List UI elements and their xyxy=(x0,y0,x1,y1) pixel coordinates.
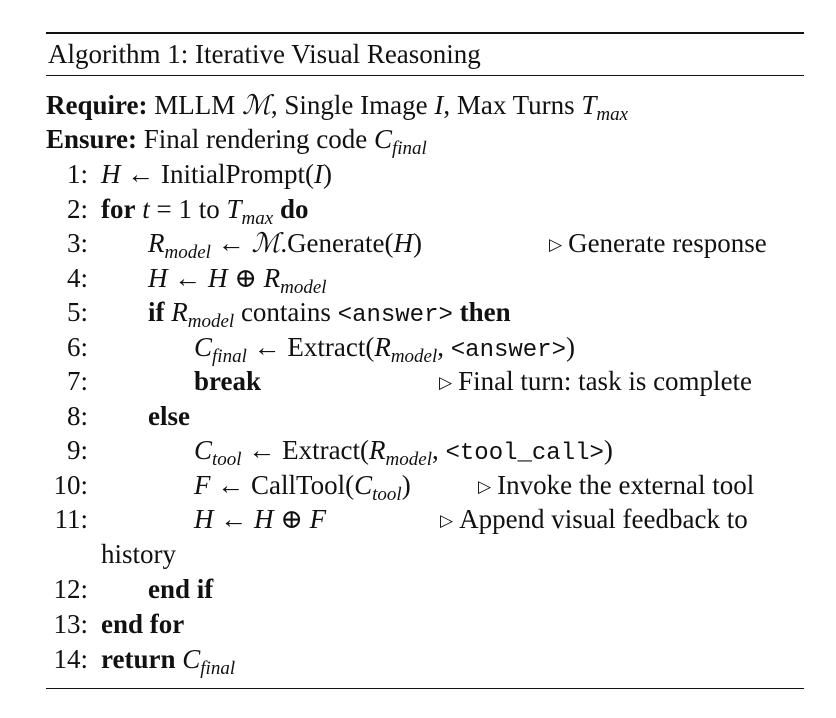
algorithm-title-line: Algorithm 1: Iterative Visual Reasoning xyxy=(0,37,836,71)
algorithm-title: Algorithm 1: Iterative Visual Reasoning xyxy=(48,39,481,69)
final-subscript: final xyxy=(391,138,427,159)
line-number: 4: xyxy=(66,263,88,293)
require-text-mllm: MLLM xyxy=(154,90,242,120)
line-code: if Rmodel contains <answer> then xyxy=(148,297,511,332)
max-subscript: max xyxy=(596,104,629,125)
line-3: 3: Rmodel ← ℳ.Generate(H) ▷Generate resp… xyxy=(0,226,836,263)
ensure-label: Ensure: xyxy=(46,124,138,154)
line-code: else xyxy=(148,401,190,431)
comment: ▷Invoke the external tool xyxy=(478,470,755,500)
line-6: 6: Cfinal ← Extract(Rmodel, <answer>) xyxy=(0,330,836,366)
line-11-wrap: history xyxy=(0,537,836,571)
line-code: Rmodel ← ℳ.Generate(H) xyxy=(148,228,422,263)
line-number: 1: xyxy=(66,159,88,189)
image-symbol: I xyxy=(434,90,444,120)
require-line: Require: MLLM ℳ, Single Image I, Max Tur… xyxy=(0,88,836,125)
line-5: 5: if Rmodel contains <answer> then xyxy=(0,295,836,331)
line-code: F ← CallTool(Ctool) xyxy=(194,470,411,505)
require-label: Require: xyxy=(46,90,148,120)
line-code: Cfinal ← Extract(Rmodel, <answer>) xyxy=(194,332,575,367)
line-number: 14: xyxy=(53,644,88,674)
line-number: 9: xyxy=(66,435,88,465)
line-number: 13: xyxy=(53,609,88,639)
line-13: 13: end for xyxy=(0,607,836,641)
line-code: end for xyxy=(101,609,185,639)
line-4: 4: H ← H ⊕ Rmodel xyxy=(0,261,836,298)
line-code: H ← H ⊕ F xyxy=(194,504,327,534)
line-number: 7: xyxy=(66,366,88,396)
line-12: 12: end if xyxy=(0,572,836,606)
comment: ▷Generate response xyxy=(549,228,767,258)
line-code: break xyxy=(194,366,262,396)
line-number: 8: xyxy=(66,401,88,431)
t-symbol: T xyxy=(581,90,597,120)
top-rule xyxy=(46,32,804,34)
line-code: H ← H ⊕ Rmodel xyxy=(148,263,327,298)
line-number: 11: xyxy=(54,504,89,534)
comment: ▷Append visual feedback to xyxy=(440,504,748,534)
require-text-turns: , Max Turns xyxy=(443,90,582,120)
line-2: 2: for t = 1 to Tmax do xyxy=(0,192,836,229)
ensure-text: Final rendering code xyxy=(143,124,374,154)
line-number: 6: xyxy=(66,332,88,362)
comment-continuation: history xyxy=(101,539,177,569)
require-text-image: , Single Image xyxy=(270,90,435,120)
line-code: end if xyxy=(148,574,214,604)
line-1: 1: H ← InitialPrompt(I) xyxy=(0,157,836,191)
line-10: 10: F ← CallTool(Ctool) ▷Invoke the exte… xyxy=(0,468,836,505)
line-11: 11: H ← H ⊕ F ▷Append visual feedback to xyxy=(0,502,836,536)
line-number: 12: xyxy=(53,574,88,604)
model-symbol: ℳ xyxy=(242,90,271,120)
line-14: 14: return Cfinal xyxy=(0,642,836,679)
line-8: 8: else xyxy=(0,399,836,433)
ensure-line: Ensure: Final rendering code Cfinal xyxy=(0,122,836,159)
line-7: 7: break ▷Final turn: task is complete xyxy=(0,364,836,398)
line-code: H ← InitialPrompt(I) xyxy=(101,159,332,189)
line-code: Ctool ← Extract(Rmodel, <tool_call>) xyxy=(194,435,613,470)
comment: ▷Final turn: task is complete xyxy=(439,366,753,396)
line-code: return Cfinal xyxy=(101,644,236,679)
title-rule xyxy=(46,75,804,76)
line-number: 5: xyxy=(66,297,88,327)
line-number: 2: xyxy=(66,194,88,224)
line-9: 9: Ctool ← Extract(Rmodel, <tool_call>) xyxy=(0,433,836,469)
line-number: 10: xyxy=(53,470,88,500)
line-number: 3: xyxy=(66,228,88,258)
line-code: for t = 1 to Tmax do xyxy=(101,194,309,229)
bottom-rule xyxy=(46,688,804,689)
c-symbol: C xyxy=(373,124,392,154)
